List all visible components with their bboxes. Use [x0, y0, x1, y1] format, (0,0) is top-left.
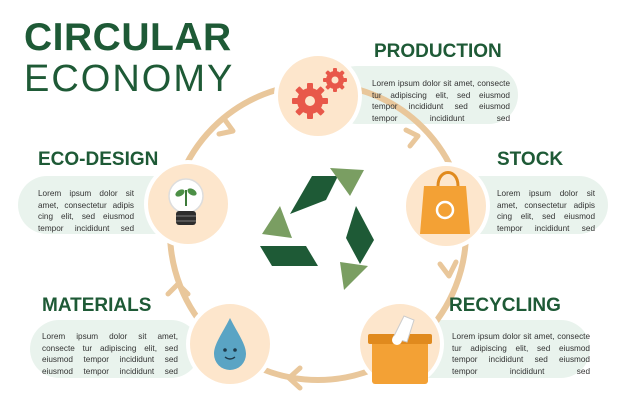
eco-design-heading: ECO-DESIGN [38, 149, 159, 170]
tote-bag-icon [420, 171, 470, 234]
recycle-bin-icon [368, 315, 432, 384]
eco-design-text: Lorem ipsum dolor sit amet, consectetur … [38, 189, 134, 233]
eco-design-pill [18, 176, 184, 234]
ring-arrows [165, 117, 459, 391]
materials-heading: MATERIALS [42, 295, 152, 316]
gears-icon [292, 68, 347, 119]
water-drop-icon [214, 318, 246, 370]
recycling-heading: RECYCLING [449, 295, 561, 316]
production-pill [328, 66, 518, 124]
lightbulb-plant-icon [168, 178, 204, 225]
production-text: Lorem ipsum dolor sit amet, consecte tur… [372, 79, 510, 123]
stock-text: Lorem ipsum dolor sit amet, consectetur … [497, 189, 595, 233]
materials-text: Lorem ipsum dolor sit amet, consecte tur… [42, 332, 178, 376]
arrow-right [437, 259, 459, 279]
production-heading: PRODUCTION [374, 41, 502, 62]
title-line-1: CIRCULAR [24, 16, 232, 59]
recycling-text: Lorem ipsum dolor sit amet, consecte tur… [452, 332, 590, 376]
materials-pill [30, 320, 200, 378]
arrow-top-right [403, 127, 421, 149]
recycle-symbol-icon [260, 168, 374, 290]
arrow-top-left [216, 117, 236, 137]
title-line-2: ECONOMY [24, 58, 235, 100]
stock-pill [452, 176, 608, 234]
arrow-left [165, 281, 191, 297]
arrow-bottom [286, 365, 303, 391]
stock-heading: STOCK [497, 149, 564, 170]
